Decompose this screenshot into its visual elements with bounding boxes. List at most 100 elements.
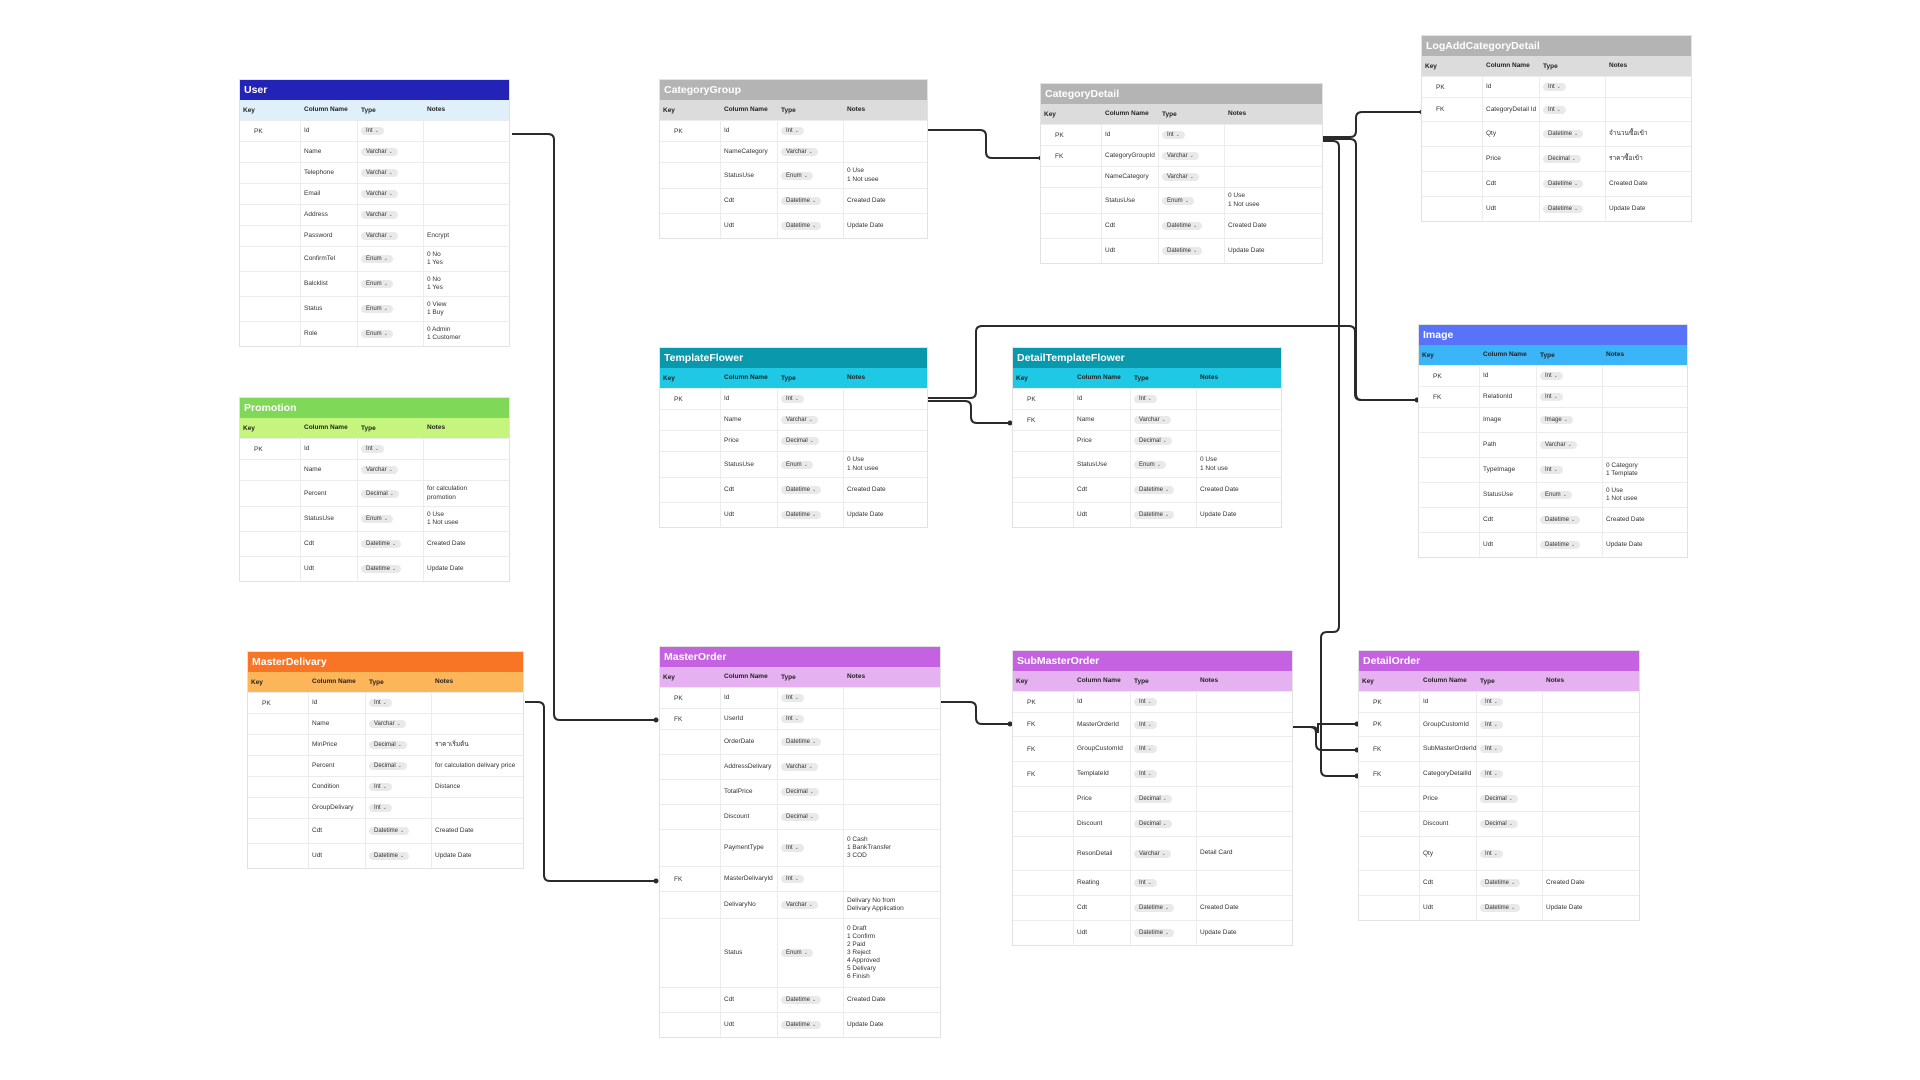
type-dropdown[interactable]: Datetime⌄	[1540, 541, 1581, 549]
type-dropdown[interactable]: Decimal⌄	[361, 489, 399, 498]
type-dropdown[interactable]: Datetime⌄	[369, 827, 410, 835]
type-dropdown[interactable]: Int⌄	[1134, 720, 1157, 729]
type-dropdown[interactable]: Int⌄	[781, 875, 804, 883]
type-dropdown[interactable]: Int⌄	[1134, 879, 1157, 887]
type-dropdown[interactable]: Enum⌄	[1134, 460, 1166, 469]
type-dropdown[interactable]: Enum⌄	[361, 515, 393, 523]
type-dropdown[interactable]: Decimal⌄	[369, 741, 407, 749]
type-dropdown[interactable]: Int⌄	[361, 445, 384, 453]
type-dropdown[interactable]: Int⌄	[1162, 131, 1185, 139]
type-dropdown[interactable]: Int⌄	[781, 715, 804, 723]
type-dropdown[interactable]: Datetime⌄	[1543, 180, 1584, 188]
type-dropdown[interactable]: Decimal⌄	[1480, 795, 1518, 803]
type-dropdown[interactable]: Varchar⌄	[361, 466, 398, 474]
type-dropdown[interactable]: Int⌄	[1480, 849, 1503, 858]
type-dropdown[interactable]: Int⌄	[1134, 770, 1157, 778]
type-dropdown[interactable]: Decimal⌄	[781, 437, 819, 445]
type-dropdown[interactable]: Decimal⌄	[781, 788, 819, 796]
type-dropdown[interactable]: Datetime⌄	[781, 222, 822, 230]
type-dropdown[interactable]: Datetime⌄	[781, 197, 822, 205]
type-dropdown[interactable]: Int⌄	[1540, 372, 1563, 380]
type-dropdown[interactable]: Decimal⌄	[1480, 820, 1518, 828]
type-dropdown[interactable]: Varchar⌄	[781, 148, 818, 156]
type-dropdown[interactable]: Enum⌄	[361, 255, 393, 263]
type-dropdown[interactable]: Varchar⌄	[1134, 416, 1171, 424]
type-dropdown[interactable]: Datetime⌄	[1540, 516, 1581, 524]
type-dropdown[interactable]: Int⌄	[369, 699, 392, 707]
type-dropdown[interactable]: Varchar⌄	[361, 232, 398, 240]
type-dropdown[interactable]: Enum⌄	[781, 949, 813, 957]
type-dropdown[interactable]: Datetime⌄	[369, 852, 410, 860]
type-dropdown[interactable]: Int⌄	[781, 844, 804, 852]
type-dropdown[interactable]: Datetime⌄	[781, 511, 822, 519]
type-dropdown[interactable]: Int⌄	[781, 127, 804, 135]
type-dropdown[interactable]: Varchar⌄	[781, 901, 818, 909]
type-dropdown[interactable]: Datetime⌄	[361, 540, 402, 548]
type-dropdown[interactable]: Int⌄	[369, 783, 392, 791]
type-dropdown[interactable]: Datetime⌄	[781, 1021, 822, 1029]
type-dropdown[interactable]: Varchar⌄	[361, 211, 398, 219]
type-dropdown[interactable]: Enum⌄	[361, 330, 393, 338]
type-dropdown[interactable]: Datetime⌄	[1480, 879, 1521, 887]
type-dropdown[interactable]: Int⌄	[361, 127, 384, 135]
type-dropdown[interactable]: Varchar⌄	[361, 148, 398, 156]
type-dropdown[interactable]: Varchar⌄	[361, 190, 398, 198]
type-dropdown[interactable]: Decimal⌄	[1134, 820, 1172, 828]
type-dropdown[interactable]: Datetime⌄	[781, 996, 822, 1004]
type-dropdown[interactable]: Varchar⌄	[781, 416, 818, 424]
type-dropdown[interactable]: Decimal⌄	[1134, 795, 1172, 803]
type-dropdown[interactable]: Varchar⌄	[369, 720, 406, 728]
type-dropdown[interactable]: Int⌄	[1480, 770, 1503, 778]
